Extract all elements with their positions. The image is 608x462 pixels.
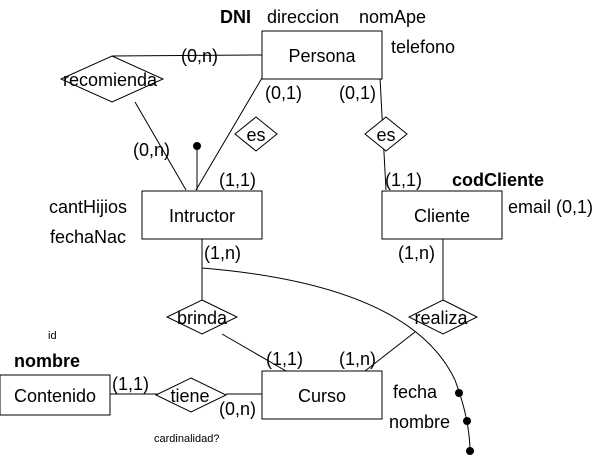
relationship-brinda[interactable]: brinda <box>165 299 239 335</box>
card-realiza-curso: (1,n) <box>339 349 376 369</box>
attribute-intructor-cant-hijos: cantHijios <box>49 197 127 217</box>
note-id: id <box>48 330 57 342</box>
relationship-es-cliente-label: es <box>376 125 395 145</box>
card-es-intructor: (1,1) <box>219 170 256 190</box>
intructor-attribute-dot <box>193 142 201 150</box>
line-persona-intructor <box>195 77 263 191</box>
curve-end-dot <box>466 447 474 455</box>
card-recomienda-intructor: (0,n) <box>133 140 170 160</box>
relationship-tiene[interactable]: tiene <box>154 377 228 413</box>
card-recomienda-persona: (0,n) <box>181 46 218 66</box>
entity-curso-label: Curso <box>298 386 346 406</box>
entity-cliente-label: Cliente <box>414 206 470 226</box>
attribute-persona-telefono: telefono <box>391 37 455 57</box>
relationship-recomienda-label: recomienda <box>63 70 158 90</box>
curso-fecha-dot <box>455 389 463 397</box>
entity-cliente[interactable]: Cliente <box>381 190 503 240</box>
attribute-persona-key: DNI <box>220 7 251 27</box>
card-realiza-cliente: (1,n) <box>398 243 435 263</box>
entity-contenido[interactable]: Contenido <box>0 374 111 416</box>
curso-nombre-dot <box>463 417 471 425</box>
attribute-dots <box>193 142 474 455</box>
entity-persona-label: Persona <box>288 46 356 66</box>
entity-intructor-label: Intructor <box>169 206 235 226</box>
card-brinda-intructor: (1,n) <box>204 243 241 263</box>
entity-curso[interactable]: Curso <box>261 370 383 420</box>
attribute-curso-fecha: fecha <box>393 382 438 402</box>
relationship-realiza[interactable]: realiza <box>407 299 479 335</box>
card-es-persona-left: (0,1) <box>265 83 302 103</box>
card-tiene-contenido: (1,1) <box>112 374 149 394</box>
relationship-es-cliente[interactable]: es <box>364 116 408 152</box>
relationship-recomienda[interactable]: recomienda <box>59 55 165 103</box>
entity-contenido-label: Contenido <box>14 386 96 406</box>
relationship-es-intructor-label: es <box>246 125 265 145</box>
line-recomienda-persona <box>111 54 263 57</box>
card-tiene-curso: (0,n) <box>219 399 256 419</box>
entity-intructor[interactable]: Intructor <box>141 190 263 240</box>
relationship-realiza-label: realiza <box>414 308 468 328</box>
attribute-cliente-key: codCliente <box>452 170 544 190</box>
attribute-persona-direccion: direccion <box>267 7 339 27</box>
line-brinda-curso <box>221 333 287 372</box>
relationship-tiene-label: tiene <box>170 386 209 406</box>
card-es-cliente: (1,1) <box>385 170 422 190</box>
card-es-persona-right: (0,1) <box>339 83 376 103</box>
attribute-cliente-email: email (0,1) <box>508 197 593 217</box>
entity-persona[interactable]: Persona <box>261 30 383 80</box>
attribute-intructor-fecha-nac: fechaNac <box>50 227 126 247</box>
line-recomienda-intructor <box>134 101 187 191</box>
attribute-curso-nombre: nombre <box>389 412 450 432</box>
line-realiza-curso <box>364 331 416 372</box>
attribute-persona-nomape: nomApe <box>359 7 426 27</box>
attribute-contenido-key: nombre <box>14 351 80 371</box>
relationship-es-intructor[interactable]: es <box>234 116 278 152</box>
note-cardinalidad: cardinalidad? <box>154 433 219 445</box>
relationship-brinda-label: brinda <box>177 308 228 328</box>
card-brinda-curso: (1,1) <box>266 349 303 369</box>
